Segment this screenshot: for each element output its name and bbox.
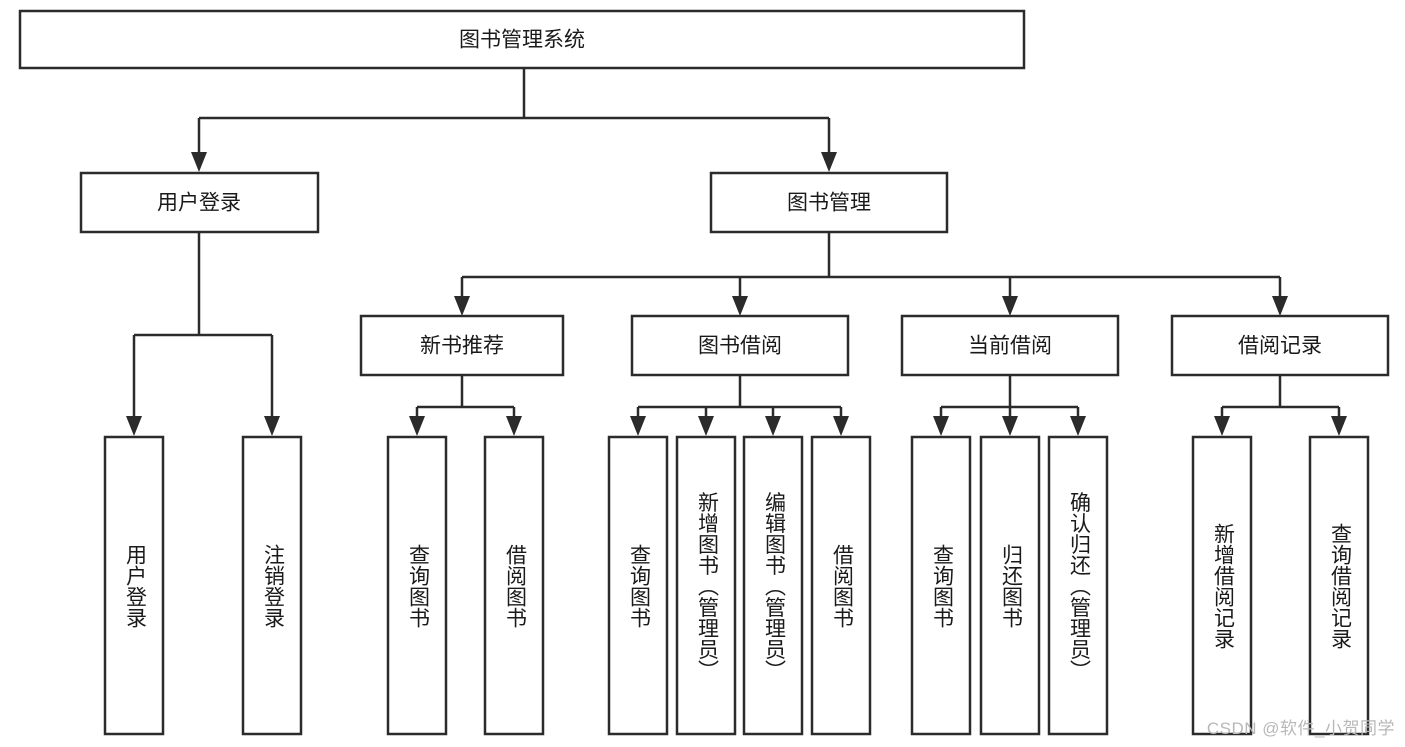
node-current-borrow[interactable]: 当前借阅: [900, 314, 1120, 377]
arrowhead-leaf-borrow-book-2: [833, 416, 849, 436]
node-leaf-borrow-book-1[interactable]: 借阅图书: [483, 435, 545, 736]
node-leaf-confirm-return-box[interactable]: [1047, 435, 1109, 736]
node-book-borrow-box[interactable]: [630, 314, 850, 377]
node-leaf-edit-book-label: 编辑图书（管理员）: [762, 492, 786, 681]
node-borrow-record-label: 借阅记录: [1238, 335, 1322, 358]
node-new-book-recommend[interactable]: 新书推荐: [359, 314, 565, 377]
arrowhead-current-borrow: [1002, 296, 1018, 316]
arrowhead-book-borrow: [732, 296, 748, 316]
node-root-box[interactable]: [18, 9, 1026, 70]
node-user-login-label: 用户登录: [157, 192, 241, 215]
connector-group-borrow-record: [1214, 375, 1347, 436]
node-leaf-user-logout[interactable]: 注销登录: [241, 435, 303, 736]
node-leaf-confirm-return[interactable]: 确认归还（管理员）: [1047, 435, 1109, 736]
arrowhead-leaf-query-book-2: [630, 416, 646, 436]
node-leaf-query-book-1[interactable]: 查询图书: [386, 435, 448, 736]
node-leaf-query-book-2-box[interactable]: [607, 435, 669, 736]
node-root-label: 图书管理系统: [459, 29, 585, 52]
node-book-management-label: 图书管理: [787, 192, 871, 215]
node-leaf-user-login-label: 用户登录: [123, 544, 147, 628]
node-leaf-query-book-3[interactable]: 查询图书: [910, 435, 972, 736]
node-leaf-add-book[interactable]: 新增图书（管理员）: [675, 435, 737, 736]
arrowhead-leaf-confirm-return: [1070, 416, 1086, 436]
node-leaf-add-book-label: 新增图书（管理员）: [695, 492, 719, 681]
node-book-management-box[interactable]: [709, 171, 949, 234]
node-leaf-query-book-1-label: 查询图书: [406, 544, 430, 628]
node-leaf-edit-book[interactable]: 编辑图书（管理员）: [742, 435, 804, 736]
node-leaf-borrow-book-2[interactable]: 借阅图书: [810, 435, 872, 736]
node-leaf-confirm-return-label: 确认归还（管理员）: [1067, 492, 1091, 681]
node-leaf-user-logout-box[interactable]: [241, 435, 303, 736]
node-user-login[interactable]: 用户登录: [79, 171, 320, 234]
arrowhead-leaf-return-book: [1002, 416, 1018, 436]
arrowhead-new-book-recommend: [454, 296, 470, 316]
node-leaf-return-book[interactable]: 归还图书: [979, 435, 1041, 736]
node-leaf-query-record-label: 查询借阅记录: [1328, 523, 1352, 649]
node-leaf-user-login-box[interactable]: [103, 435, 165, 736]
node-new-book-recommend-label: 新书推荐: [420, 335, 504, 358]
node-leaf-query-book-2[interactable]: 查询图书: [607, 435, 669, 736]
arrowhead-leaf-query-book-1: [409, 416, 425, 436]
arrowhead-leaf-edit-book: [765, 416, 781, 436]
node-current-borrow-box[interactable]: [900, 314, 1120, 377]
arrowhead-user-login: [191, 152, 207, 172]
node-leaf-borrow-book-2-label: 借阅图书: [830, 544, 854, 628]
node-current-borrow-label: 当前借阅: [968, 335, 1052, 358]
connector-group-book-management: [454, 232, 1288, 316]
arrowhead-leaf-user-login: [126, 416, 142, 436]
node-root[interactable]: 图书管理系统: [18, 9, 1026, 70]
node-leaf-add-book-box[interactable]: [675, 435, 737, 736]
arrowhead-leaf-query-book-3: [933, 416, 949, 436]
node-user-login-box[interactable]: [79, 171, 320, 234]
node-leaf-query-book-3-box[interactable]: [910, 435, 972, 736]
node-book-borrow[interactable]: 图书借阅: [630, 314, 850, 377]
arrowhead-leaf-add-book: [698, 416, 714, 436]
node-leaf-query-book-1-box[interactable]: [386, 435, 448, 736]
node-borrow-record-box[interactable]: [1170, 314, 1390, 377]
node-leaf-user-login[interactable]: 用户登录: [103, 435, 165, 736]
connector-group-book-borrow: [630, 375, 849, 436]
node-book-borrow-label: 图书借阅: [698, 335, 782, 358]
node-leaf-borrow-book-2-box[interactable]: [810, 435, 872, 736]
arrowhead-leaf-user-logout: [264, 416, 280, 436]
arrowhead-leaf-borrow-book-1: [506, 416, 522, 436]
node-leaf-borrow-book-1-label: 借阅图书: [503, 544, 527, 628]
connector-group-new-book-recommend: [409, 375, 522, 436]
node-borrow-record[interactable]: 借阅记录: [1170, 314, 1390, 377]
node-leaf-edit-book-box[interactable]: [742, 435, 804, 736]
node-leaf-query-record-box[interactable]: [1308, 435, 1370, 736]
node-leaf-query-book-2-label: 查询图书: [627, 544, 651, 628]
arrowhead-book-management: [821, 152, 837, 172]
node-leaf-add-record-box[interactable]: [1191, 435, 1253, 736]
arrowhead-leaf-query-record: [1331, 416, 1347, 436]
connector-group-root: [191, 68, 837, 172]
connector-group-current-borrow: [933, 375, 1086, 436]
arrowhead-leaf-add-record: [1214, 416, 1230, 436]
node-leaf-add-record-label: 新增借阅记录: [1211, 523, 1235, 649]
node-leaf-query-record[interactable]: 查询借阅记录: [1308, 435, 1370, 736]
csdn-watermark: CSDN @软件_小贺同学: [1206, 719, 1395, 738]
node-leaf-add-record[interactable]: 新增借阅记录: [1191, 435, 1253, 736]
node-book-management[interactable]: 图书管理: [709, 171, 949, 234]
node-leaf-borrow-book-1-box[interactable]: [483, 435, 545, 736]
node-leaf-return-book-box[interactable]: [979, 435, 1041, 736]
arrowhead-borrow-record: [1272, 296, 1288, 316]
node-leaf-return-book-label: 归还图书: [999, 544, 1023, 628]
node-leaf-query-book-3-label: 查询图书: [930, 544, 954, 628]
node-leaf-user-logout-label: 注销登录: [261, 544, 285, 628]
connector-group-user-login: [126, 232, 280, 436]
node-new-book-recommend-box[interactable]: [359, 314, 565, 377]
